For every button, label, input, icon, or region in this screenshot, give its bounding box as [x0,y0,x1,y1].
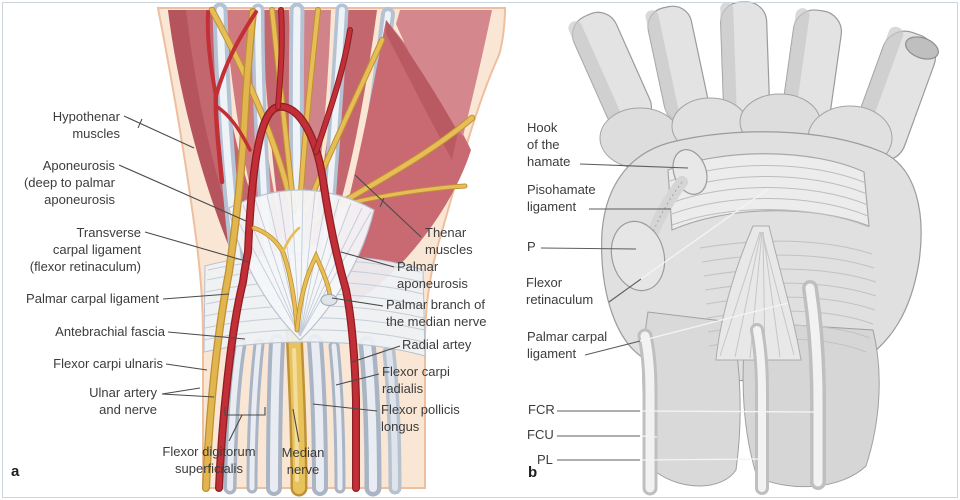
palmar-branch-node [320,294,338,306]
label-fcu: FCU [527,427,554,442]
label-hook-of-hamate: Hook of the hamate [527,120,571,169]
label-thenar-muscles: Thenar muscles [425,225,473,257]
label-aponeurosis-deep: Aponeurosis (deep to palmar aponeurosis [23,158,115,207]
panel-b-illustration [568,1,939,496]
label-hypothenar-muscles: Hypothenar muscles [52,109,120,141]
central-ligament-fan [715,225,802,361]
leader-pisiform [540,247,637,250]
leader-palmar-branch [331,297,384,307]
panel-a-illustration [156,2,507,497]
label-median-nerve: Median nerve [281,445,325,477]
leader-fds [228,414,243,442]
leader-palmar-carpal-b [584,340,641,356]
leader-palmar-aponeurosis [340,251,395,268]
label-fcr: FCR [528,402,555,417]
label-flexor-carpi-ulnaris: Flexor carpi ulnaris [53,356,163,371]
label-pl: PL [537,452,553,467]
leader-transverse-carpal [144,231,250,263]
label-palmar-carpal-ligament-a: Palmar carpal ligament [26,291,159,306]
label-palmar-aponeurosis: Palmar aponeurosis [397,259,468,291]
label-transverse-carpal-ligament: Transverse carpal ligament (flexor retin… [29,225,141,274]
leader-aponeurosis-deep [118,164,247,222]
panel-b-letter: b [528,464,538,481]
pisiform-shape [610,220,666,292]
leader-antebrachial [167,331,246,340]
label-flexor-carpi-radialis: Flexor carpi radialis [382,364,450,396]
label-palmar-branch-median-nerve: Palmar branch of the median nerve [386,297,487,329]
label-ulnar-artery-and-nerve: Ulnar artery and nerve [89,385,157,417]
label-radial-artery: Radial artey [402,337,472,352]
leader-hypothenar [123,115,195,149]
forearm-tendons-b [637,280,826,496]
palmar-branch-nerves [251,225,333,333]
label-pisohamate-ligament: Pisohamate ligament [527,182,596,214]
leader-radial-artery [351,345,401,363]
leader-lines [118,115,817,461]
label-palmar-carpal-ligament-b: Palmar carpal ligament [527,329,608,361]
label-flexor-digitorum-superficialis: Flexor digitorum superficialis [162,444,256,476]
leader-ulnar-artery-nerve [161,387,215,398]
leader-flexor-retinaculum [608,278,642,303]
panel-a-letter: a [11,463,20,480]
leader-flexor-carpi-ulnaris [165,363,208,371]
leader-palmar-carpal-a [162,293,230,300]
leader-median-nerve [292,408,300,443]
label-pisiform-p: P [527,239,536,254]
leader-flexor-carpi-radialis [335,373,380,386]
arteries [205,7,360,492]
leader-hook-hamate [579,163,689,169]
label-flexor-pollicis-longus: Flexor pollicis longus [381,402,460,434]
label-flexor-retinaculum: Flexor retinaculum [526,275,594,307]
leader-fds-bracket [224,407,266,416]
thumb-metacarpal-canal [905,36,939,60]
leader-thenar [354,174,422,238]
median-nerve-shape [285,321,308,497]
leader-flexor-pollicis-longus [312,403,378,412]
label-antebrachial-fascia: Antebrachial fascia [55,324,165,339]
